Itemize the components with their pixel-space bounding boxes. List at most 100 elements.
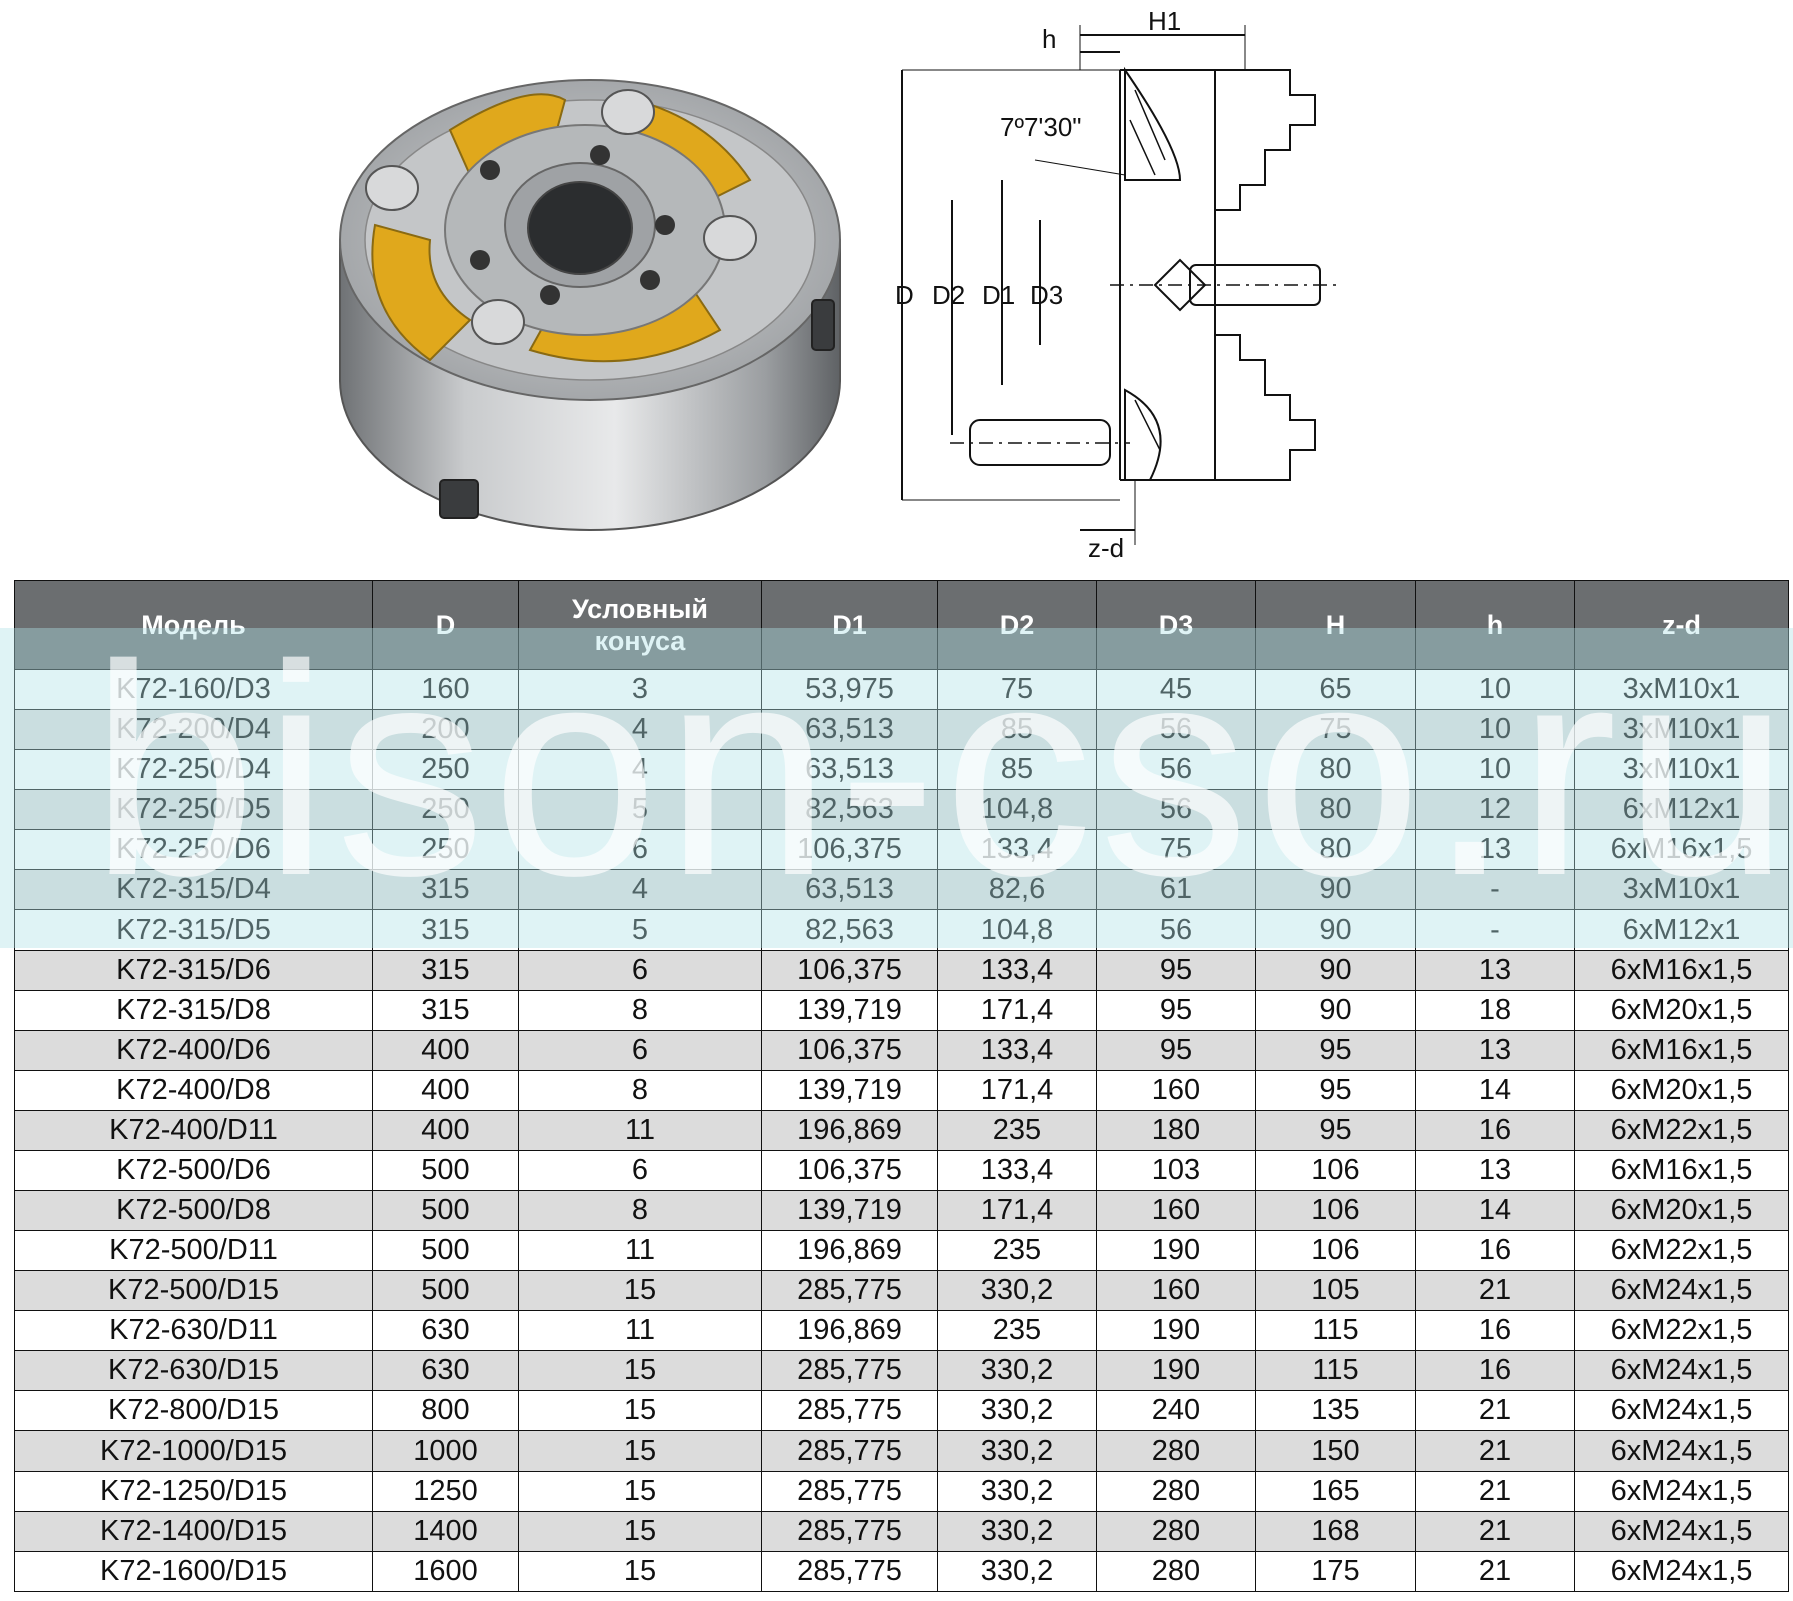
technical-drawing: h H1 7º7'30" D D2 D1 D3 z-d [880,0,1440,570]
cell-h-lower: 21 [1415,1510,1575,1552]
cell-cone: 4 [518,709,762,751]
cell-h-lower: 13 [1415,1029,1575,1071]
cell-h-lower: 21 [1415,1430,1575,1472]
cell-d: 500 [372,1149,519,1192]
cell-d: 630 [372,1310,519,1352]
cell-d3: 56 [1096,909,1256,951]
cell-h-upper: 105 [1255,1270,1416,1312]
cell-h-lower: 16 [1415,1230,1575,1272]
cell-zd: 6xM16x1,5 [1574,829,1789,871]
cell-zd: 6xM20x1,5 [1574,1190,1789,1232]
cell-d3: 160 [1096,1190,1256,1232]
cell-zd: 6xM24x1,5 [1574,1350,1789,1392]
cell-d3: 160 [1096,1069,1256,1111]
cell-h-lower: 13 [1415,949,1575,991]
cell-d2: 133,4 [937,949,1097,991]
cell-h-lower: 14 [1415,1069,1575,1111]
cell-cone: 6 [518,1149,762,1192]
cell-d: 315 [372,989,519,1031]
cell-d3: 103 [1096,1149,1256,1192]
cell-h-upper: 95 [1255,1069,1416,1111]
cell-h-upper: 90 [1255,909,1416,951]
cell-model: K72-1600/D15 [14,1550,373,1593]
cell-d: 400 [372,1109,519,1151]
cell-d: 250 [372,789,519,831]
cell-d1: 139,719 [761,1069,938,1111]
cell-zd: 6xM22x1,5 [1574,1310,1789,1352]
cell-h-upper: 75 [1255,709,1416,751]
cell-d1: 285,775 [761,1350,938,1392]
cell-d3: 240 [1096,1390,1256,1432]
cell-cone: 4 [518,749,762,791]
cell-zd: 6xM22x1,5 [1574,1230,1789,1272]
cell-cone: 8 [518,1190,762,1232]
cell-d3: 280 [1096,1430,1256,1472]
cell-d3: 280 [1096,1510,1256,1552]
cell-model: K72-1250/D15 [14,1470,373,1512]
chuck-illustration [339,79,841,531]
cell-d: 250 [372,749,519,791]
cell-d3: 280 [1096,1550,1256,1593]
cell-cone: 15 [518,1510,762,1552]
cell-h-lower: 12 [1415,789,1575,831]
header-d3: D3 [1096,580,1256,670]
cell-h-lower: 21 [1415,1550,1575,1593]
cell-d1: 106,375 [761,1149,938,1192]
label-D: D [895,280,914,310]
cell-h-upper: 80 [1255,789,1416,831]
cell-cone: 11 [518,1310,762,1352]
header-d1: D1 [761,580,938,670]
cell-zd: 6xM12x1 [1574,909,1789,951]
cell-model: K72-1000/D15 [14,1430,373,1472]
cell-d2: 82,6 [937,869,1097,911]
cell-d1: 285,775 [761,1390,938,1432]
cell-d1: 139,719 [761,1190,938,1232]
cell-d3: 56 [1096,749,1256,791]
cell-cone: 15 [518,1470,762,1512]
cell-model: K72-1400/D15 [14,1510,373,1552]
cell-cone: 15 [518,1350,762,1392]
cell-h-lower: 10 [1415,668,1575,711]
cell-zd: 6xM12x1 [1574,789,1789,831]
cell-zd: 6xM16x1,5 [1574,1029,1789,1071]
cell-h-lower: 16 [1415,1109,1575,1151]
label-D2: D2 [932,280,965,310]
header-d2: D2 [937,580,1097,670]
cell-d1: 285,775 [761,1550,938,1593]
cell-model: K72-630/D11 [14,1310,373,1352]
header-cone-line2: конуса [594,626,686,656]
cell-d1: 82,563 [761,789,938,831]
cell-zd: 3xM10x1 [1574,709,1789,751]
cell-d2: 330,2 [937,1390,1097,1432]
cell-h-upper: 90 [1255,869,1416,911]
cell-d3: 190 [1096,1310,1256,1352]
cell-d: 400 [372,1029,519,1071]
cell-d2: 85 [937,709,1097,751]
cell-cone: 6 [518,1029,762,1071]
cell-d2: 235 [937,1109,1097,1151]
header-cone: Условный конуса [518,580,762,670]
cell-d2: 104,8 [937,789,1097,831]
cell-d: 315 [372,869,519,911]
spec-table: Модель D Условный конуса D1 D2 D3 H h z-… [14,580,1789,1593]
cell-model: K72-500/D11 [14,1230,373,1272]
cell-cone: 4 [518,869,762,911]
cell-d3: 180 [1096,1109,1256,1151]
label-zd: z-d [1088,533,1124,563]
cell-d1: 196,869 [761,1230,938,1272]
cell-d: 315 [372,949,519,991]
cell-d1: 139,719 [761,989,938,1031]
cell-model: K72-315/D4 [14,869,373,911]
cell-zd: 6xM24x1,5 [1574,1390,1789,1432]
cell-model: K72-250/D5 [14,789,373,831]
cell-d1: 63,513 [761,749,938,791]
cell-d3: 45 [1096,668,1256,711]
